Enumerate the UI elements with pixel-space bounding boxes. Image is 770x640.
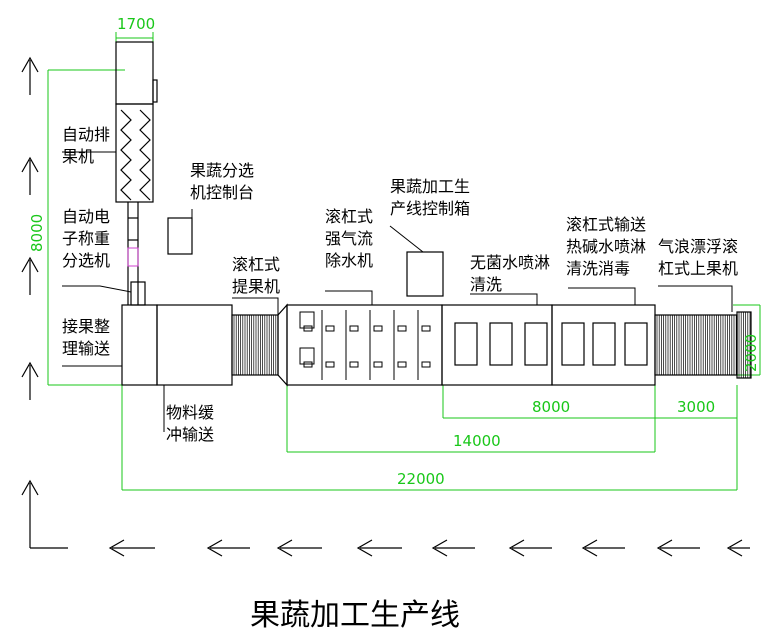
air-blower-units <box>299 310 431 380</box>
dim-loader-width: 2000 <box>742 333 760 372</box>
flow-arrows-vertical <box>21 56 68 549</box>
dim-loader-length: 3000 <box>677 398 716 416</box>
label-receive-conveyor: 接果整 理输送 <box>62 317 111 358</box>
label-roller-lift: 滚杠式 提果机 <box>232 255 281 296</box>
label-sort-console: 果蔬分选 机控制台 <box>190 161 255 202</box>
leader-lines <box>62 151 733 432</box>
dim-total-length: 22000 <box>397 470 445 488</box>
dim-sorter-width: 1700 <box>117 15 156 33</box>
label-auto-sorter: 自动排 果机 <box>62 125 111 166</box>
label-alkali-wash: 滚杠式输送 热碱水喷淋 清洗消毒 <box>566 215 647 278</box>
label-weigh-sorter: 自动电 子称重 分选机 <box>62 207 111 270</box>
label-control-box: 果蔬加工生 产线控制箱 <box>390 177 471 218</box>
dimension-lines <box>47 32 761 491</box>
main-conveyor <box>121 303 752 387</box>
weigh-sensor <box>127 247 139 267</box>
sort-console-box <box>167 217 193 255</box>
flow-arrows-horizontal <box>108 539 750 557</box>
label-bubble-loader: 气浪漂浮滚 杠式上果机 <box>658 237 739 278</box>
control-box-shape <box>406 251 444 297</box>
dim-total-height: 8000 <box>28 213 46 252</box>
dim-mid-length: 14000 <box>453 432 501 450</box>
label-sterile-spray: 无菌水喷淋 清洗 <box>470 253 551 294</box>
roller-hatching <box>233 312 751 378</box>
label-buffer-conveyor: 物料缓 冲输送 <box>166 403 215 444</box>
diagram-title: 果蔬加工生产线 <box>250 598 460 633</box>
dim-wash-length: 8000 <box>532 398 571 416</box>
label-air-dewater: 滚杠式 强气流 除水机 <box>325 207 374 270</box>
